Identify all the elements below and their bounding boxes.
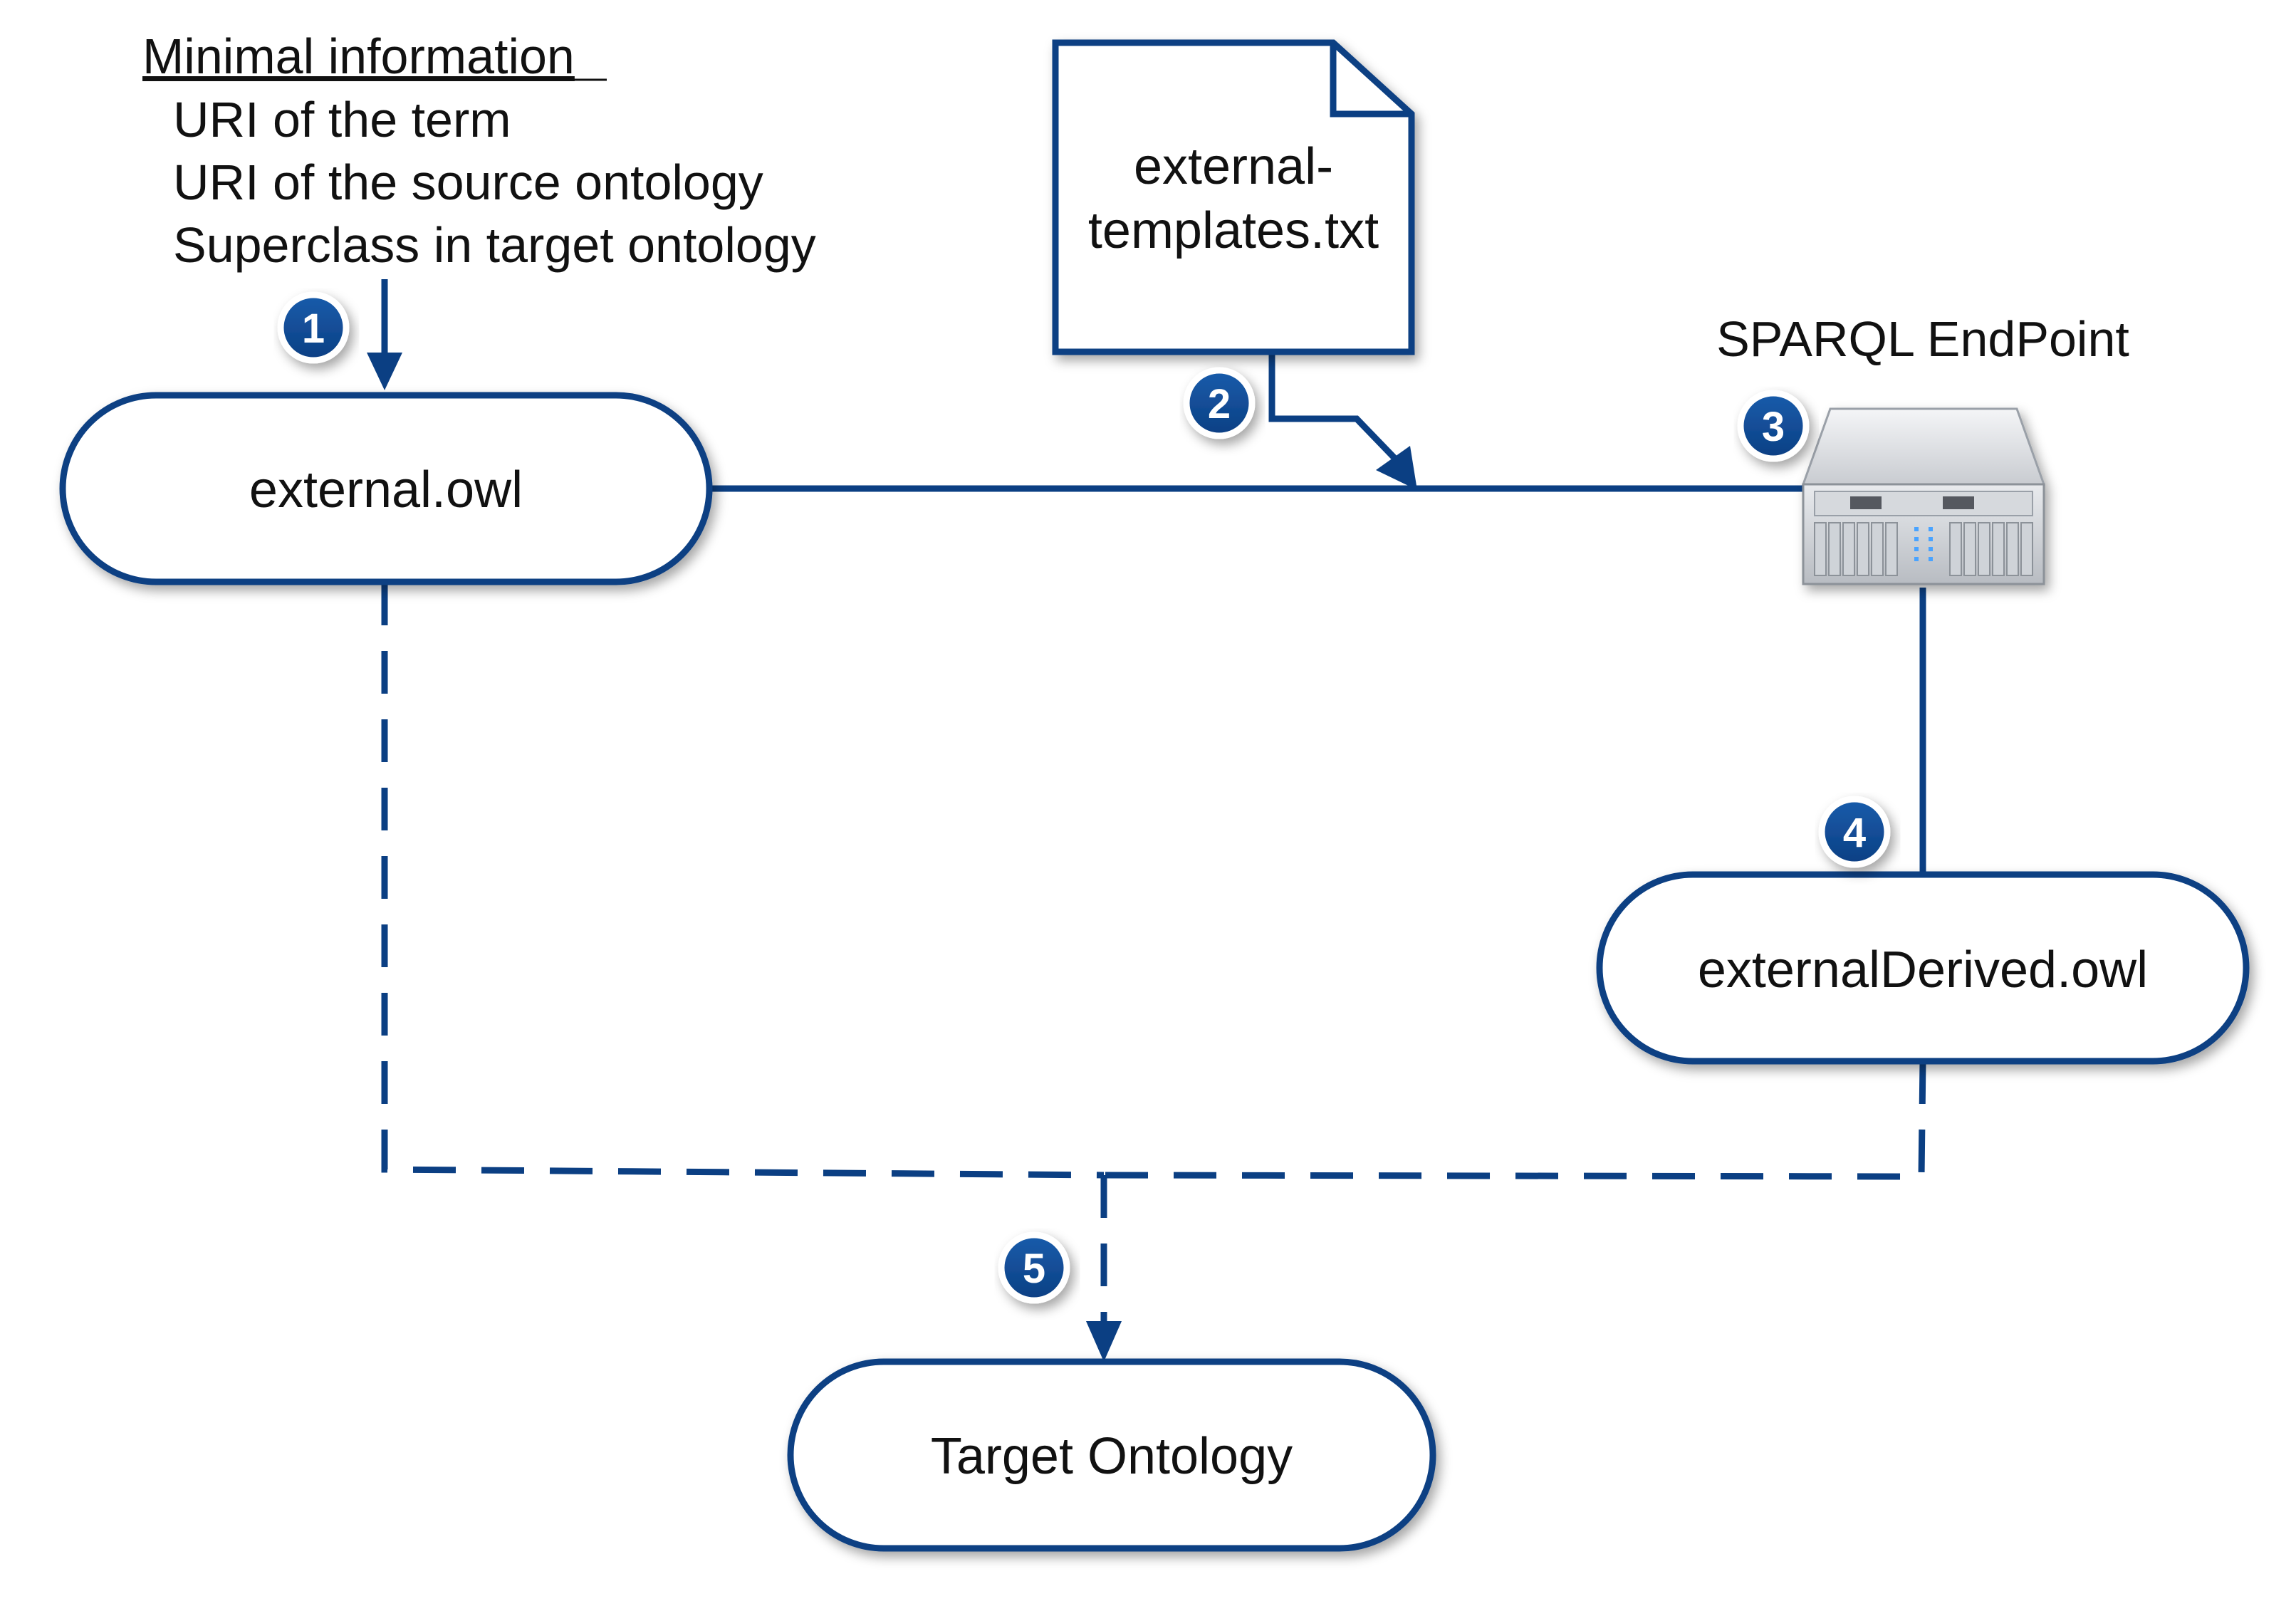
- info-note-line-uri-source: URI of the source ontology: [173, 155, 763, 210]
- node-external-owl-label: external.owl: [249, 462, 523, 518]
- step-badge-2: 2: [1183, 367, 1256, 439]
- document-icon: [1052, 39, 1415, 355]
- server-icon: [1801, 407, 2046, 585]
- arrow-head-template: [1376, 446, 1417, 490]
- step-badge-2-label: 2: [1208, 381, 1231, 427]
- dashed-derived-to-target: [1103, 1060, 1926, 1180]
- node-target-ontology-label: Target Ontology: [931, 1428, 1293, 1485]
- dashed-external-to-target: [381, 583, 1105, 1179]
- step-badge-1-label: 1: [302, 306, 325, 352]
- info-note: Minimal information URI of the term URI …: [142, 28, 816, 273]
- template-file[interactable]: external- templates.txt: [1052, 39, 1415, 355]
- step-badge-5: 5: [998, 1231, 1070, 1304]
- info-note-line-uri-term: URI of the term: [173, 92, 511, 147]
- connectors: [367, 279, 1926, 1362]
- info-note-heading: Minimal information: [142, 28, 575, 84]
- step-badge-3: 3: [1737, 390, 1810, 462]
- step-badge-1: 1: [277, 291, 350, 364]
- arrow-head-target: [1086, 1321, 1122, 1362]
- server-label: SPARQL EndPoint: [1716, 311, 2129, 367]
- document-fold: [1330, 43, 1411, 118]
- step-badge-3-label: 3: [1762, 404, 1785, 450]
- arrow-head-note: [367, 353, 402, 390]
- step-badge-4: 4: [1818, 796, 1891, 868]
- template-file-name-line1: external-: [1134, 138, 1333, 195]
- server[interactable]: SPARQL EndPoint: [1716, 311, 2129, 585]
- step-badge-4-label: 4: [1843, 810, 1866, 856]
- node-external-owl[interactable]: external.owl: [59, 392, 713, 585]
- template-file-name-line2: templates.txt: [1088, 202, 1379, 259]
- step-badge-5-label: 5: [1023, 1246, 1045, 1292]
- node-target-ontology[interactable]: Target Ontology: [787, 1358, 1436, 1552]
- node-external-derived-label: externalDerived.owl: [1698, 942, 2148, 999]
- info-note-line-superclass: Superclass in target ontology: [173, 217, 816, 273]
- arrow-template-to-line: [1268, 355, 1399, 462]
- node-external-derived[interactable]: externalDerived.owl: [1596, 871, 2250, 1065]
